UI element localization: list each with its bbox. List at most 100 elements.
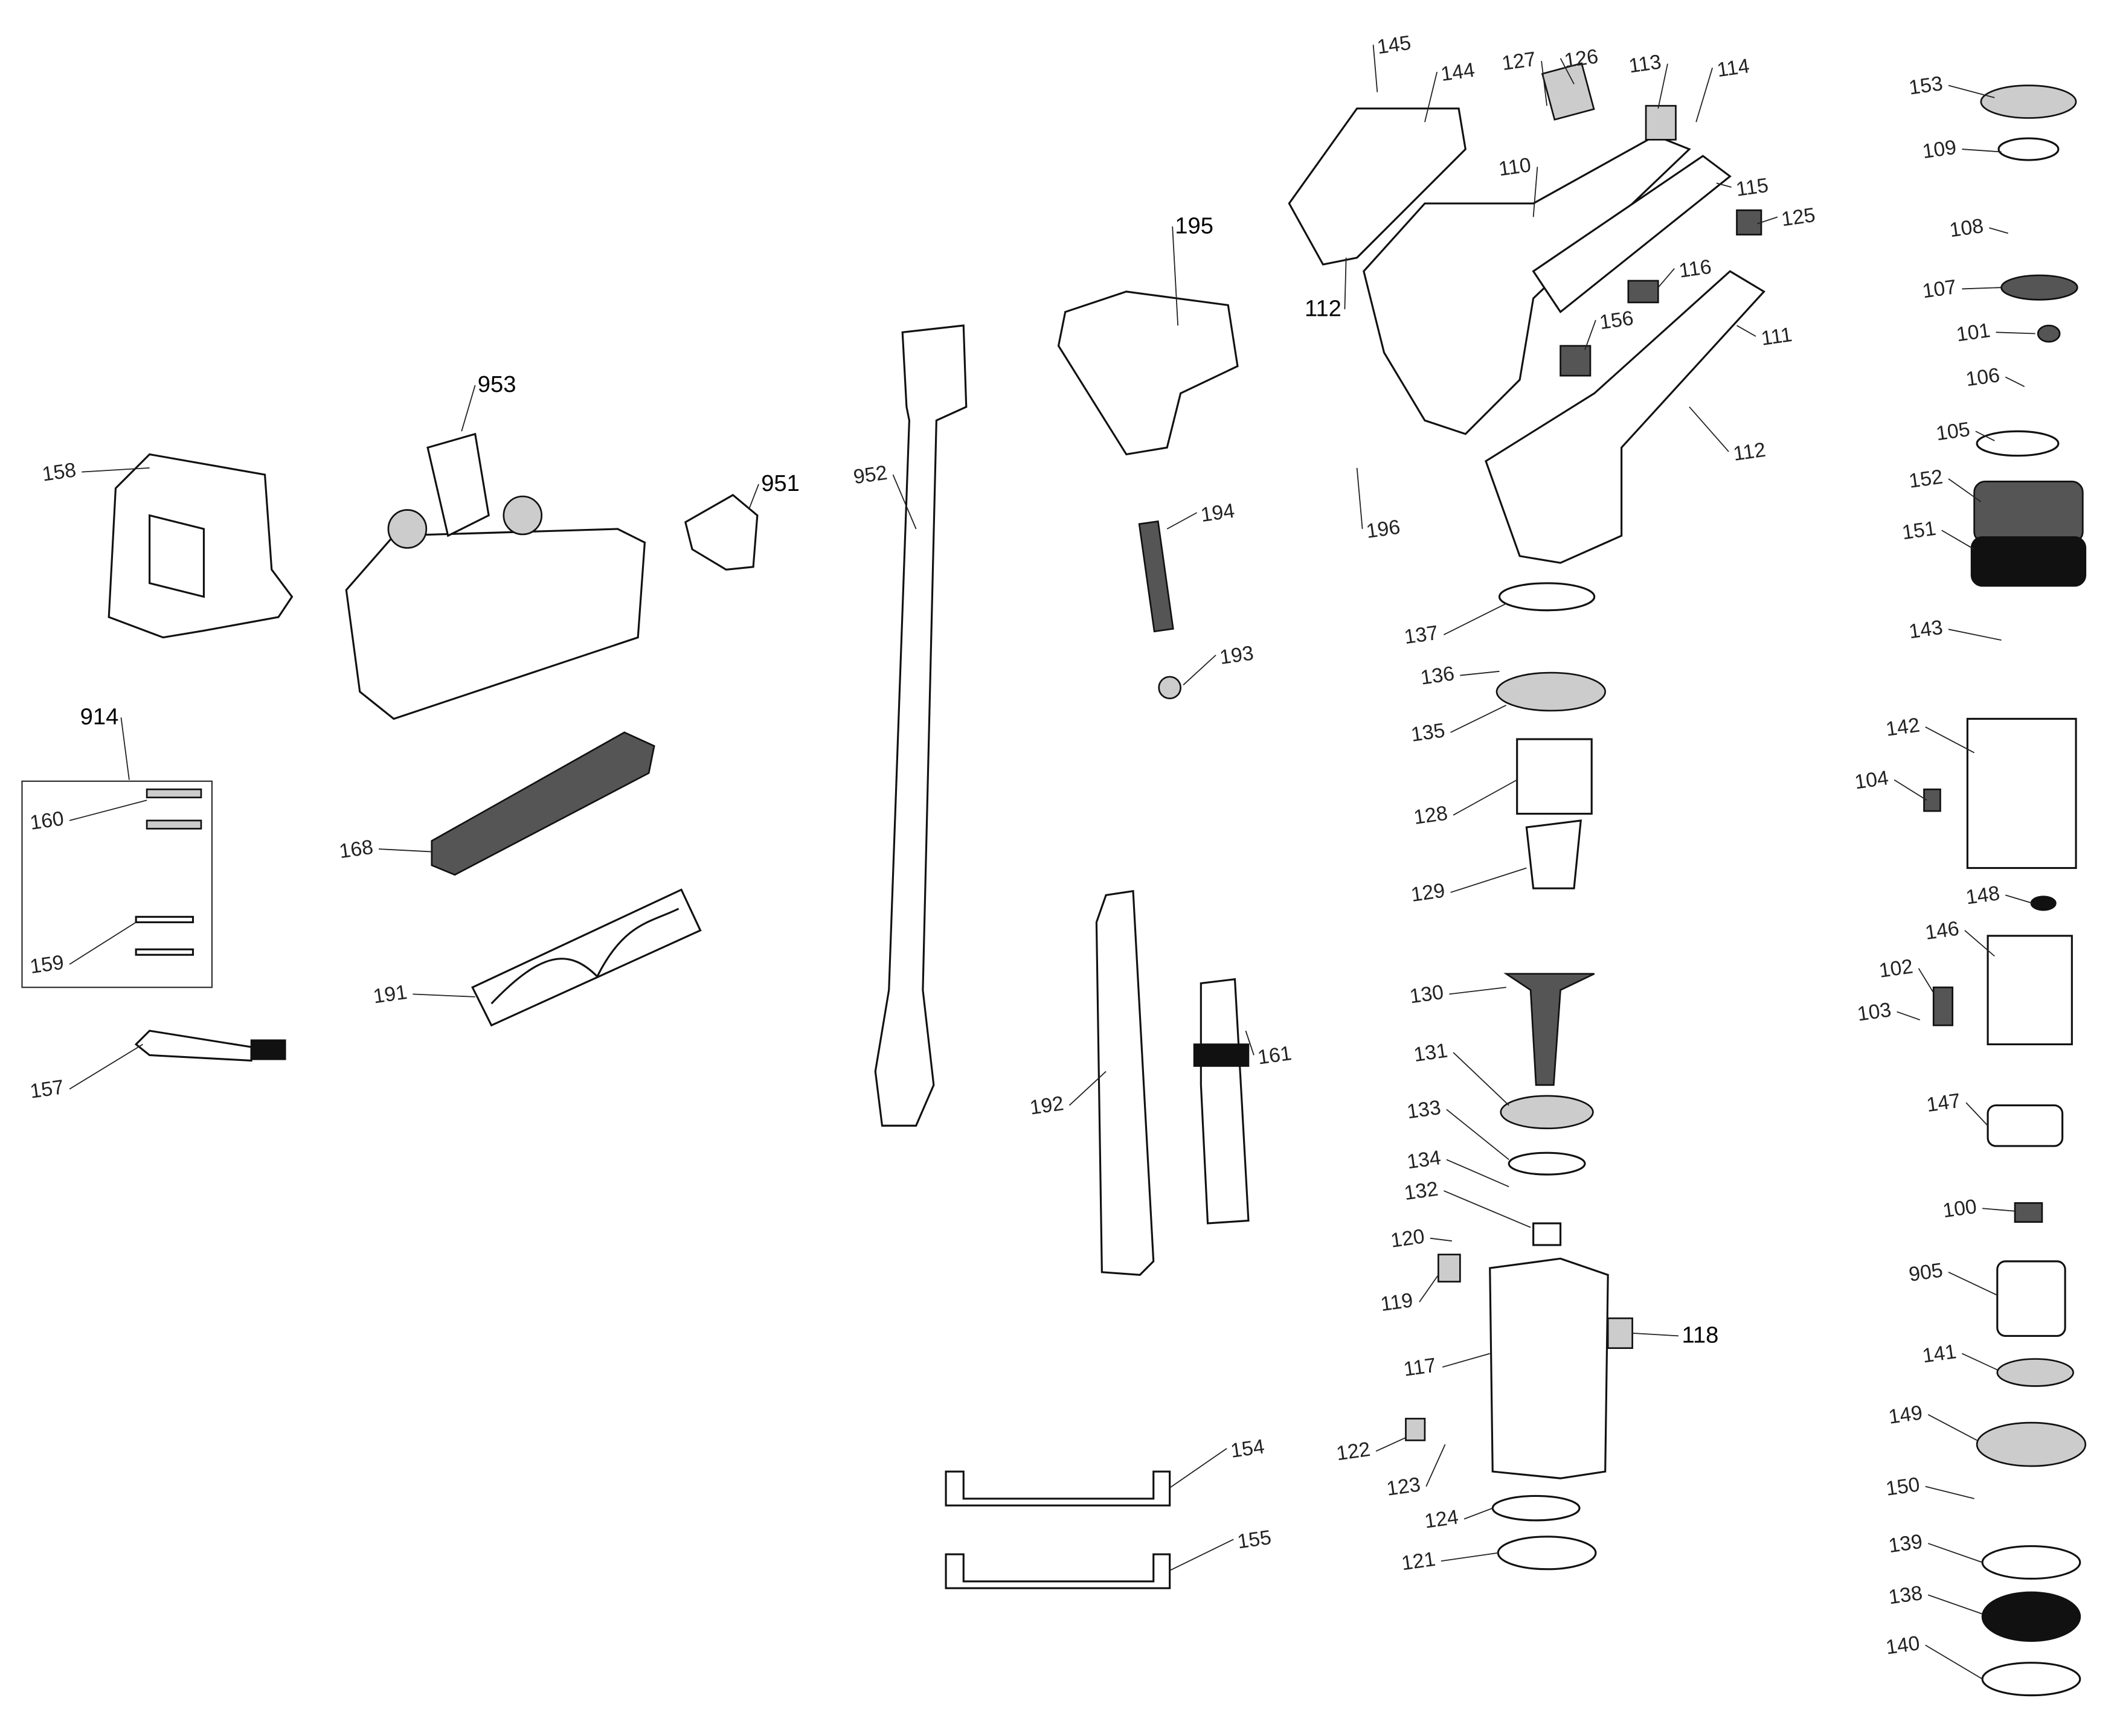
part-label-192: 192 <box>1029 1092 1065 1119</box>
part-109-disc <box>1997 137 2060 161</box>
part-label-102: 102 <box>1878 955 1915 982</box>
leader-line-159 <box>69 921 137 965</box>
part-label-139: 139 <box>1887 1531 1924 1557</box>
leader-line-134 <box>1446 1159 1509 1188</box>
part-label-106: 106 <box>1964 364 2001 391</box>
part-label-132: 132 <box>1403 1178 1440 1205</box>
leader-line-131 <box>1453 1052 1509 1106</box>
part-129-shroud <box>1525 819 1582 889</box>
part-147-ring <box>1987 1104 2064 1147</box>
part-label-117: 117 <box>1402 1354 1438 1381</box>
part-193-cap <box>1158 676 1181 700</box>
leader-line-151 <box>1941 530 1975 550</box>
part-label-191: 191 <box>372 981 409 1008</box>
part-label-155: 155 <box>1236 1526 1273 1553</box>
leader-line-905 <box>1948 1272 1998 1296</box>
leader-line-146 <box>1964 930 1995 957</box>
leader-line-152 <box>1948 478 1982 502</box>
part-label-147: 147 <box>1925 1090 1962 1116</box>
part-905-motor <box>1996 1260 2066 1337</box>
part-141-ring <box>1996 1358 2074 1387</box>
leader-line-139 <box>1927 1543 1983 1563</box>
part-117-bin <box>1489 1257 1609 1479</box>
leader-line-101 <box>1996 332 2035 335</box>
part-119-release <box>1438 1254 1461 1283</box>
leader-line-118 <box>1632 1333 1679 1337</box>
part-label-112: 112 <box>1305 295 1341 321</box>
leader-line-149 <box>1927 1414 1977 1441</box>
part-label-196: 196 <box>1365 516 1402 543</box>
leader-line-133 <box>1446 1109 1509 1161</box>
part-142-housing <box>1966 717 2077 870</box>
leader-line-155 <box>1169 1539 1234 1571</box>
leader-line-106 <box>2005 376 2025 387</box>
part-113-button <box>1645 104 1677 141</box>
part-122-latch <box>1405 1418 1426 1441</box>
part-160-plug-a <box>146 788 202 799</box>
part-139-seal <box>1981 1545 2081 1580</box>
part-label-146: 146 <box>1924 917 1961 944</box>
part-157-cleaning-tool <box>134 1030 252 1062</box>
leader-line-127 <box>1541 60 1547 106</box>
part-label-124: 124 <box>1423 1506 1460 1533</box>
part-110-housing <box>1363 134 1691 435</box>
part-149-base <box>1976 1421 2087 1467</box>
leader-line-143 <box>1948 629 2002 641</box>
part-label-161: 161 <box>1256 1042 1293 1069</box>
part-label-127: 127 <box>1500 48 1537 75</box>
leader-line-952 <box>892 474 917 530</box>
leader-line-153 <box>1948 85 1995 98</box>
leader-lines <box>69 45 2035 1680</box>
leader-line-136 <box>1460 670 1500 676</box>
leader-line-117 <box>1442 1353 1491 1368</box>
leader-line-125 <box>1756 216 1778 225</box>
part-label-121: 121 <box>1400 1548 1437 1575</box>
leader-line-120 <box>1430 1237 1452 1242</box>
part-label-137: 137 <box>1403 622 1440 649</box>
part-label-905: 905 <box>1907 1259 1944 1286</box>
part-138-filter <box>1981 1591 2081 1642</box>
part-118-latch <box>1607 1317 1633 1349</box>
part-953-floor-head <box>345 528 646 720</box>
leader-line-124 <box>1463 1507 1493 1520</box>
part-101-bushing <box>2037 324 2061 343</box>
part-label-118: 118 <box>1682 1322 1718 1348</box>
leader-line-109 <box>1962 149 2002 153</box>
leader-line-126 <box>1560 58 1575 85</box>
part-116-pad <box>1627 280 1659 304</box>
part-label-143: 143 <box>1907 617 1944 643</box>
part-label-122: 122 <box>1335 1438 1372 1465</box>
part-105-disc <box>1976 430 2060 457</box>
part-144-cover <box>1288 107 1467 266</box>
part-label-153: 153 <box>1907 72 1944 99</box>
leader-line-154 <box>1169 1448 1227 1488</box>
part-label-914: 914 <box>80 703 119 729</box>
part-137-seal <box>1498 582 1596 612</box>
part-126-switch <box>1541 62 1595 121</box>
part-148-damper <box>2030 895 2057 911</box>
part-115-tube <box>1532 155 1732 313</box>
part-label-134: 134 <box>1405 1147 1442 1173</box>
leader-line-128 <box>1453 779 1518 816</box>
part-160-plug-b <box>146 819 202 830</box>
part-label-140: 140 <box>1884 1632 1921 1659</box>
part-label-100: 100 <box>1941 1196 1978 1222</box>
part-label-133: 133 <box>1405 1097 1442 1123</box>
part-133-ring <box>1508 1151 1586 1176</box>
part-158-wall-mount <box>108 453 294 639</box>
part-152-filter <box>1973 481 2084 543</box>
part-953-wheel-left <box>387 509 428 549</box>
part-192-crevice-tool <box>1095 889 1155 1276</box>
part-label-129: 129 <box>1410 880 1447 906</box>
part-label-115: 115 <box>1735 175 1770 201</box>
part-154-bracket <box>945 1470 1171 1507</box>
part-label-193: 193 <box>1218 642 1255 668</box>
leader-line-951 <box>748 484 759 509</box>
leader-line-195 <box>1172 226 1179 326</box>
leader-line-137 <box>1443 603 1507 635</box>
part-label-952: 952 <box>852 462 889 488</box>
part-191-strip <box>471 888 702 1027</box>
part-label-130: 130 <box>1409 981 1445 1008</box>
part-label-116: 116 <box>1678 256 1713 283</box>
leader-line-914 <box>120 717 130 780</box>
